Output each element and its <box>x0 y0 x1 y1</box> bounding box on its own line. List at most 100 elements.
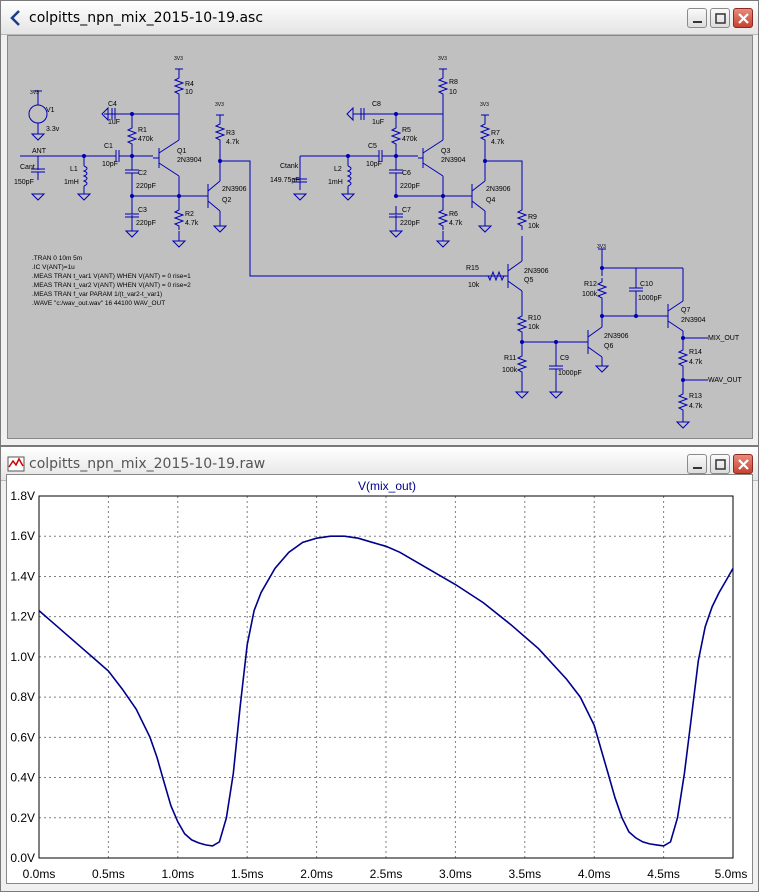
minimize-icon <box>693 21 702 23</box>
directive-line: .MEAS TRAN t_var1 V(ANT) WHEN V(ANT) = 0… <box>32 273 191 280</box>
schematic-canvas[interactable]: 3V3 V1 3.3v ANT Cant 150pF L1 1mH C4 1uF… <box>7 35 753 439</box>
maximize-icon <box>715 13 726 24</box>
svg-text:C1: C1 <box>104 143 113 150</box>
svg-text:R15: R15 <box>466 265 479 272</box>
svg-text:L2: L2 <box>334 166 342 173</box>
svg-text:R12: R12 <box>584 281 597 288</box>
svg-text:10: 10 <box>449 89 457 96</box>
svg-text:C10: C10 <box>640 281 653 288</box>
svg-text:C9: C9 <box>560 355 569 362</box>
svg-text:R8: R8 <box>449 79 458 86</box>
spice-directives: .TRAN 0 10m 5m .IC V(ANT)=1u .MEAS TRAN … <box>32 255 191 307</box>
svg-text:R7: R7 <box>491 130 500 137</box>
component-labels: 3V3 V1 3.3v ANT Cant 150pF L1 1mH C4 1uF… <box>14 56 743 410</box>
svg-text:10k: 10k <box>468 282 480 289</box>
svg-text:150pF: 150pF <box>14 179 34 186</box>
schematic-app-icon <box>10 10 20 26</box>
svg-text:Q7: Q7 <box>681 307 690 314</box>
svg-text:10pF: 10pF <box>102 161 118 168</box>
wires <box>20 96 708 422</box>
series-line-v-mix-out <box>38 535 734 847</box>
svg-text:149.75pF: 149.75pF <box>270 177 300 184</box>
svg-text:2N3904: 2N3904 <box>681 317 706 324</box>
maximize-button[interactable] <box>710 8 730 28</box>
svg-text:R6: R6 <box>449 211 458 218</box>
svg-text:Q2: Q2 <box>222 197 231 204</box>
x-tick-label: 4.0ms <box>578 867 611 881</box>
svg-text:3V3: 3V3 <box>174 56 183 62</box>
directive-line: .MEAS TRAN f_var PARAM 1/(t_var2-t_var1) <box>32 291 162 298</box>
svg-text:R3: R3 <box>226 130 235 137</box>
svg-text:C7: C7 <box>402 207 411 214</box>
junctions <box>82 112 685 382</box>
svg-text:10k: 10k <box>528 324 540 331</box>
svg-text:Ctank: Ctank <box>280 163 299 170</box>
directive-line: .WAVE "c:/wav_out.wav" 16 44100 WAV_OUT <box>32 300 165 307</box>
y-tick-label: 0.2V <box>10 811 35 825</box>
svg-text:470k: 470k <box>402 136 418 143</box>
svg-text:4.7k: 4.7k <box>689 403 703 410</box>
schematic-titlebar[interactable]: colpitts_npn_mix_2015-10-19.asc <box>1 1 758 35</box>
directive-line: .TRAN 0 10m 5m <box>32 255 82 262</box>
y-tick-label: 1.8V <box>10 489 35 503</box>
minimize-button[interactable] <box>687 454 707 474</box>
svg-text:MIX_OUT: MIX_OUT <box>708 335 740 342</box>
svg-text:R5: R5 <box>402 127 411 134</box>
svg-text:R13: R13 <box>689 393 702 400</box>
svg-text:2N3906: 2N3906 <box>486 186 511 193</box>
svg-text:10: 10 <box>185 89 193 96</box>
svg-text:3V3: 3V3 <box>30 90 39 96</box>
svg-text:3V3: 3V3 <box>597 244 606 250</box>
svg-text:WAV_OUT: WAV_OUT <box>708 377 743 384</box>
svg-text:3V3: 3V3 <box>480 102 489 108</box>
svg-text:220pF: 220pF <box>136 220 156 227</box>
svg-text:V1: V1 <box>46 107 55 114</box>
y-tick-label: 1.0V <box>10 650 35 664</box>
close-icon <box>738 13 749 24</box>
grid <box>39 496 733 858</box>
svg-text:1mH: 1mH <box>64 179 79 186</box>
svg-text:Q1: Q1 <box>177 148 186 155</box>
svg-text:100k: 100k <box>582 291 598 298</box>
svg-text:10pF: 10pF <box>366 161 382 168</box>
maximize-button[interactable] <box>710 454 730 474</box>
svg-text:R14: R14 <box>689 349 702 356</box>
svg-text:2N3906: 2N3906 <box>604 333 629 340</box>
svg-text:4.7k: 4.7k <box>226 139 240 146</box>
x-tick-label: 0.5ms <box>92 867 125 881</box>
svg-text:R10: R10 <box>528 315 541 322</box>
svg-text:2N3904: 2N3904 <box>441 157 466 164</box>
svg-text:100k: 100k <box>502 367 518 374</box>
inductors <box>82 165 352 187</box>
x-tick-label: 4.5ms <box>647 867 680 881</box>
svg-text:3.3v: 3.3v <box>46 126 60 133</box>
svg-text:Q5: Q5 <box>524 277 533 284</box>
svg-text:220pF: 220pF <box>136 183 156 190</box>
svg-text:2N3904: 2N3904 <box>177 157 202 164</box>
svg-text:Q4: Q4 <box>486 197 495 204</box>
svg-text:L1: L1 <box>70 166 78 173</box>
svg-text:1uF: 1uF <box>108 119 120 126</box>
capacitors <box>30 107 644 378</box>
x-tick-label: 2.0ms <box>300 867 333 881</box>
y-tick-label: 0.0V <box>10 851 35 865</box>
x-tick-label: 0.0ms <box>23 867 56 881</box>
x-tick-label: 3.0ms <box>439 867 472 881</box>
schematic-diagram[interactable]: 3V3 V1 3.3v ANT Cant 150pF L1 1mH C4 1uF… <box>8 36 754 440</box>
svg-text:C5: C5 <box>368 143 377 150</box>
svg-text:2N3906: 2N3906 <box>524 268 549 275</box>
directive-line: .IC V(ANT)=1u <box>32 264 75 271</box>
plot-frame <box>38 495 734 859</box>
svg-text:3V3: 3V3 <box>438 56 447 62</box>
directive-line: .MEAS TRAN t_var2 V(ANT) WHEN V(ANT) = 0… <box>32 282 191 289</box>
minimize-button[interactable] <box>687 8 707 28</box>
svg-text:220pF: 220pF <box>400 183 420 190</box>
svg-text:4.7k: 4.7k <box>491 139 505 146</box>
y-tick-label: 0.4V <box>10 771 35 785</box>
close-button[interactable] <box>733 454 753 474</box>
close-button[interactable] <box>733 8 753 28</box>
svg-text:2N3906: 2N3906 <box>222 186 247 193</box>
